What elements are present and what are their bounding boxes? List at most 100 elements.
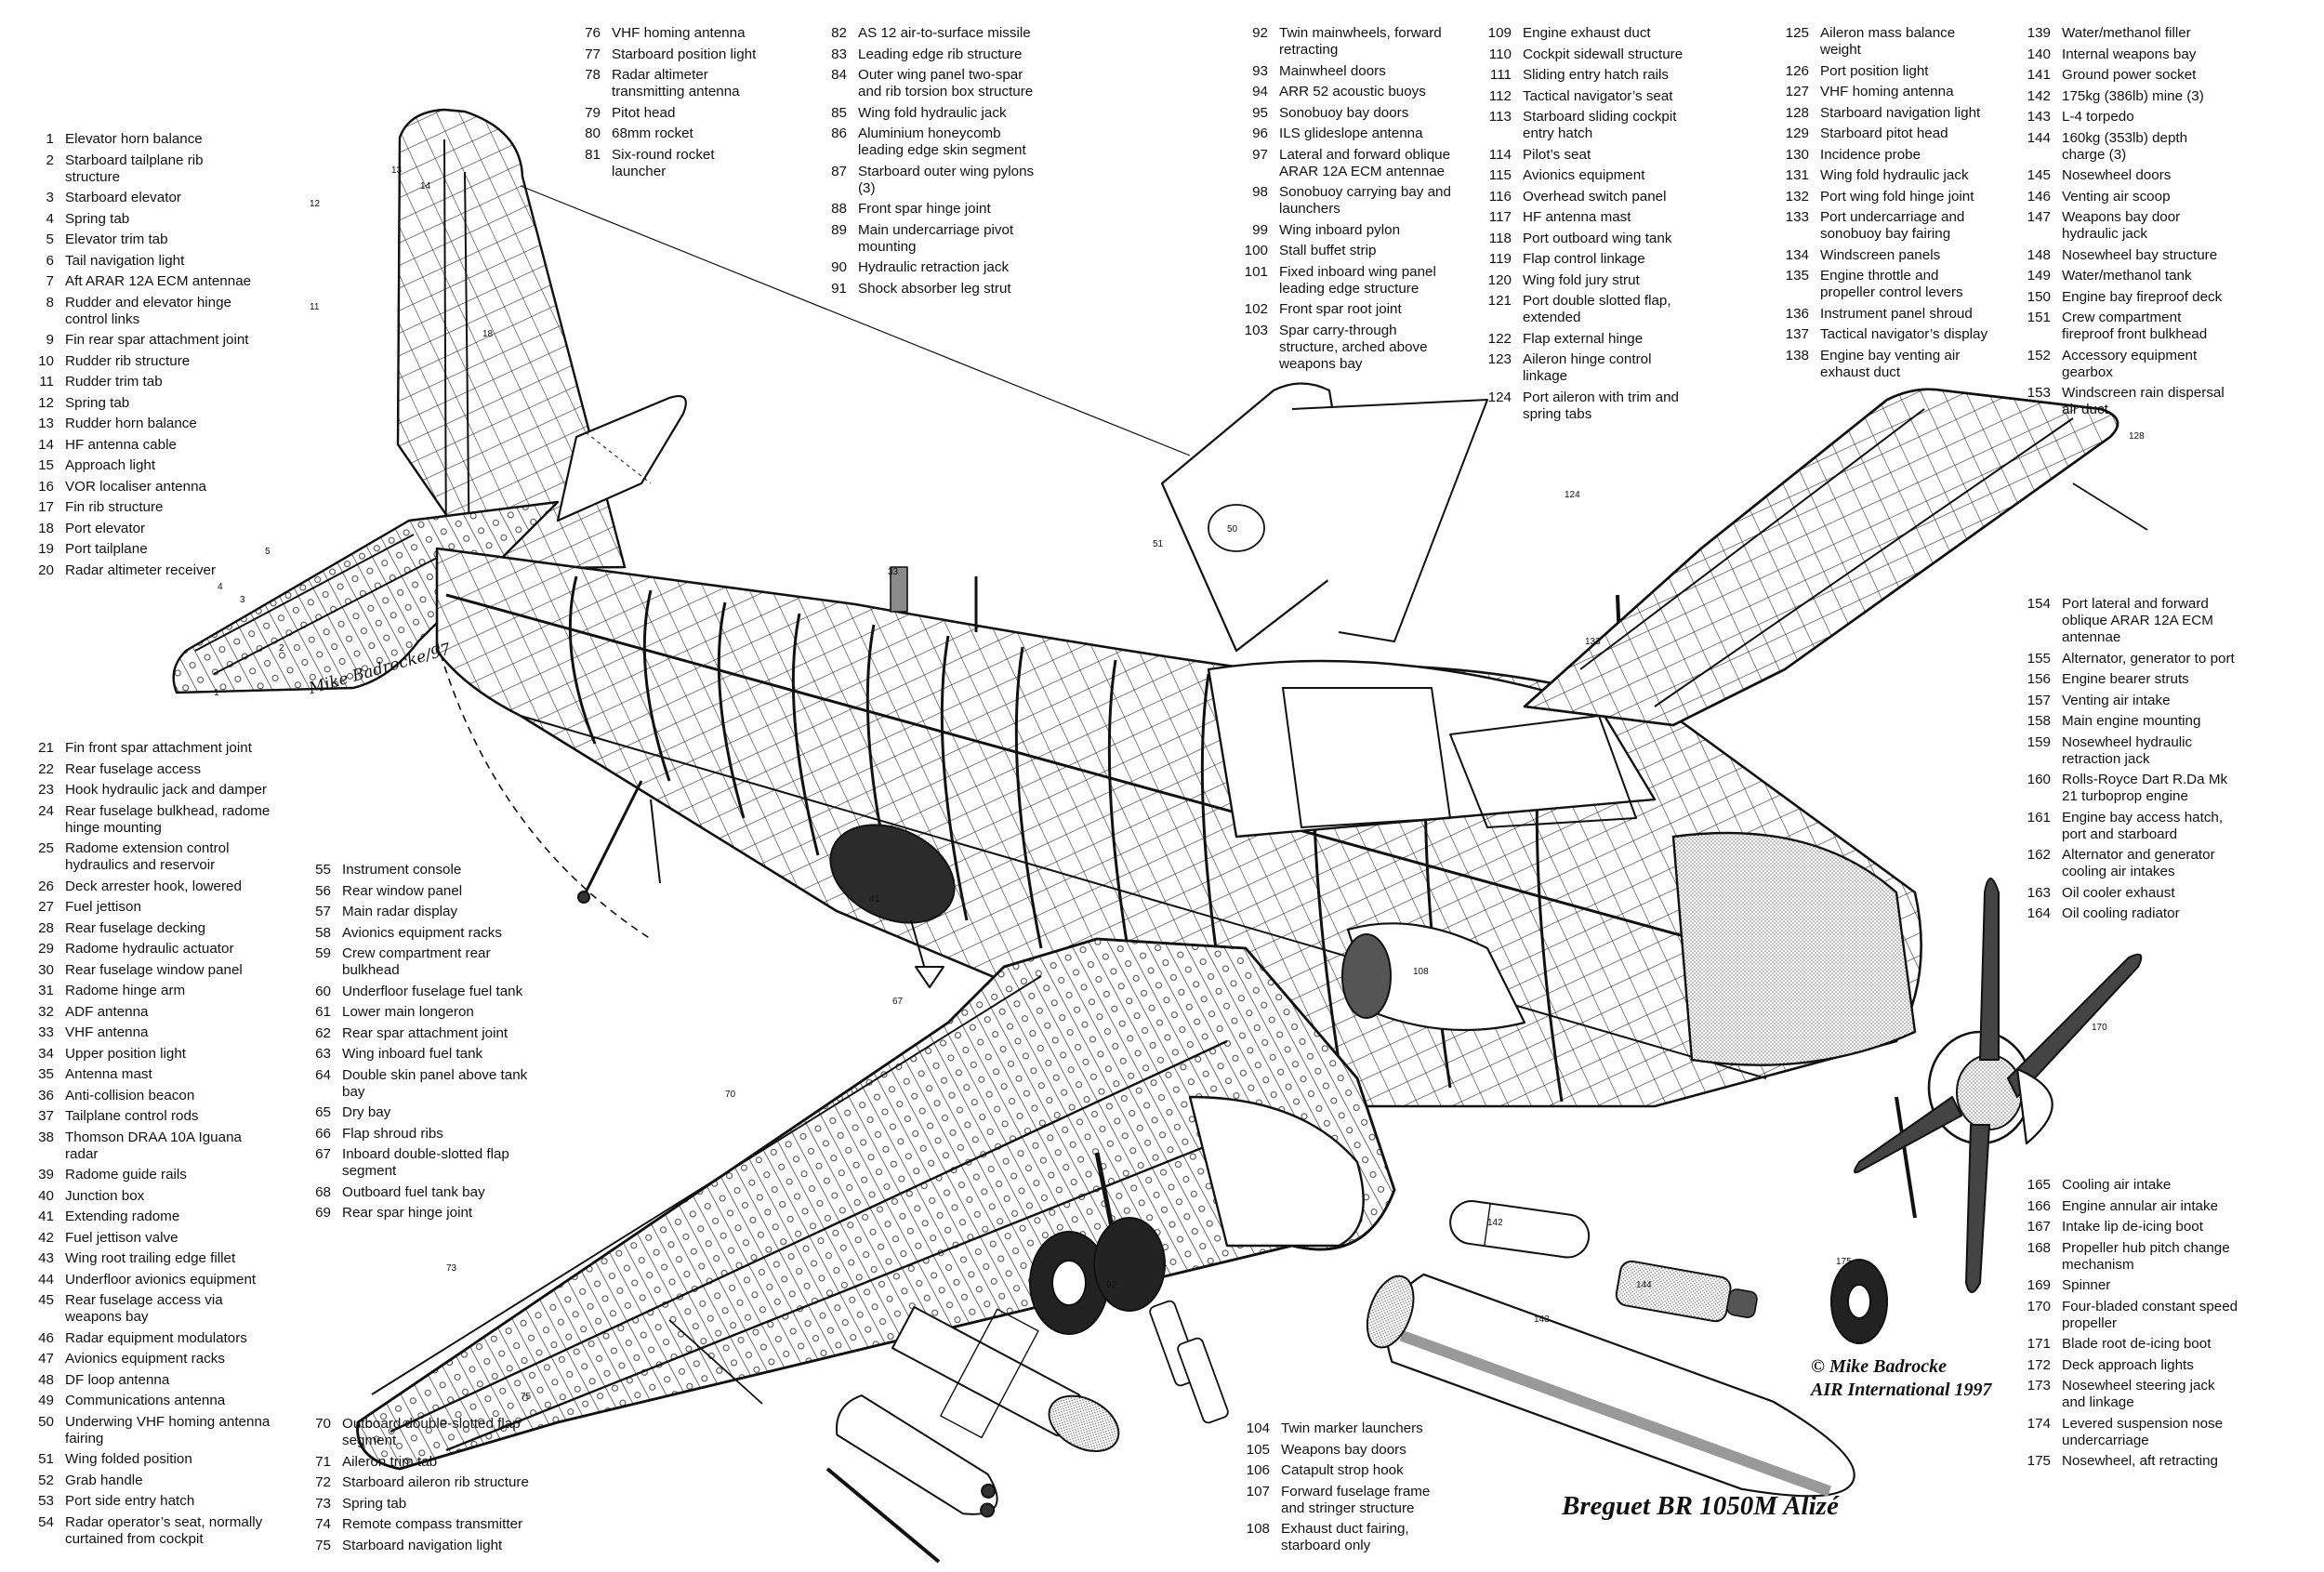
legend-number: 51 xyxy=(38,1451,54,1467)
legend-text: Radome guide rails xyxy=(65,1167,187,1182)
legend-text: Junction box xyxy=(65,1187,145,1204)
legend-text: Radome extension control hydraulics and … xyxy=(65,840,230,873)
legend-number: 99 xyxy=(1252,221,1268,238)
legend-text: Weapons bay door hydraulic jack xyxy=(2062,209,2181,242)
legend-text: Incidence probe xyxy=(1820,146,1921,163)
legend-number: 103 xyxy=(1244,322,1268,338)
legend-text: Overhead switch panel xyxy=(1523,188,1667,205)
callout-143: 143 xyxy=(1534,1314,1550,1325)
legend-text: Anti-collision beacon xyxy=(65,1087,195,1103)
legend-text: Front spar root joint xyxy=(1279,301,1402,317)
legend-text: Instrument panel shroud xyxy=(1820,305,1973,322)
legend-text: Inboard double-slotted flap segment xyxy=(342,1146,509,1179)
legend-text: ADF antenna xyxy=(65,1003,149,1020)
legend-text: 160kg (353lb) depth charge (3) xyxy=(2062,129,2188,163)
legend-text: Starboard outer wing pylons (3) xyxy=(858,163,1035,196)
credit-line-1: © Mike Badrocke xyxy=(1811,1356,1948,1377)
legend-number: 70 xyxy=(315,1416,331,1432)
legend-number: 36 xyxy=(38,1087,54,1103)
legend-text: Radar operator’s seat, normally curtaine… xyxy=(65,1513,263,1547)
legend-text: Tail navigation light xyxy=(65,252,185,269)
legend-number: 58 xyxy=(315,924,331,941)
legend-number: 100 xyxy=(1244,243,1268,258)
legend-text: Starboard position light xyxy=(612,46,757,62)
callout-67: 67 xyxy=(892,997,904,1007)
legend-number: 11 xyxy=(39,374,54,390)
legend-text: Underfloor fuselage fuel tank xyxy=(342,983,523,999)
legend-number: 78 xyxy=(585,67,601,83)
legend-text: Fixed inboard wing panel leading edge st… xyxy=(1279,263,1436,297)
exhaust-fairing xyxy=(1346,922,1526,1032)
legend-number: 34 xyxy=(38,1045,54,1062)
legend-text: Rear window panel xyxy=(342,882,463,899)
legend-number: 146 xyxy=(2027,188,2051,205)
legend-number: 149 xyxy=(2027,268,2051,284)
legend-text: Rear spar attachment joint xyxy=(342,1024,508,1041)
legend-number: 121 xyxy=(1487,293,1512,309)
legend-text: Aileron trim tab xyxy=(342,1453,438,1470)
legend-text: Rear fuselage access via weapons bay xyxy=(65,1292,223,1325)
legend-number: 28 xyxy=(38,919,54,936)
sonobuoys xyxy=(1149,1300,1229,1424)
legend-number: 167 xyxy=(2027,1219,2051,1235)
legend-text: Approach light xyxy=(65,457,156,473)
legend-text: ARR 52 acoustic buoys xyxy=(1279,84,1426,99)
legend-text: Nosewheel steering jack and linkage xyxy=(2062,1378,2215,1410)
legend-text: Rolls-Royce Dart R.Da Mk 21 turboprop en… xyxy=(2062,772,2228,804)
legend-text: Starboard navigation light xyxy=(1820,104,1981,121)
legend-text: Blade root de-icing boot xyxy=(2062,1336,2212,1352)
legend-text: Fin rib structure xyxy=(65,499,164,515)
legend-text: Port elevator xyxy=(65,520,146,536)
legend-text: Water/methanol tank xyxy=(2062,268,2192,284)
callout-4: 4 xyxy=(218,582,223,592)
callout-12: 12 xyxy=(310,199,321,209)
legend-text: Fin rear spar attachment joint xyxy=(65,332,249,348)
legend-number: 129 xyxy=(1785,125,1809,141)
legend-number: 23 xyxy=(38,782,54,798)
legend-text: Sonobuoy carrying bay and launchers xyxy=(1279,184,1451,217)
legend-item: 149 Water/methanol tank xyxy=(2017,268,2231,284)
legend-text: Twin marker launchers xyxy=(1281,1420,1423,1436)
legend-number: 53 xyxy=(38,1493,54,1509)
legend-text: Antenna mast xyxy=(65,1066,152,1082)
main-undercarriage xyxy=(1029,1152,1166,1335)
legend-number: 139 xyxy=(2027,25,2051,41)
legend-number: 37 xyxy=(38,1108,54,1124)
legend-text: Double skin panel above tank bay xyxy=(342,1066,528,1100)
legend-number: 72 xyxy=(315,1474,331,1490)
legend-text: Grab handle xyxy=(65,1472,143,1488)
legend-number: 138 xyxy=(1785,347,1809,363)
legend-text: Tactical navigator’s seat xyxy=(1523,87,1673,104)
legend-number: 171 xyxy=(2027,1336,2051,1352)
legend-text: 175kg (386lb) mine (3) xyxy=(2062,87,2204,104)
legend-number: 158 xyxy=(2027,713,2051,729)
legend-number: 50 xyxy=(38,1413,54,1430)
